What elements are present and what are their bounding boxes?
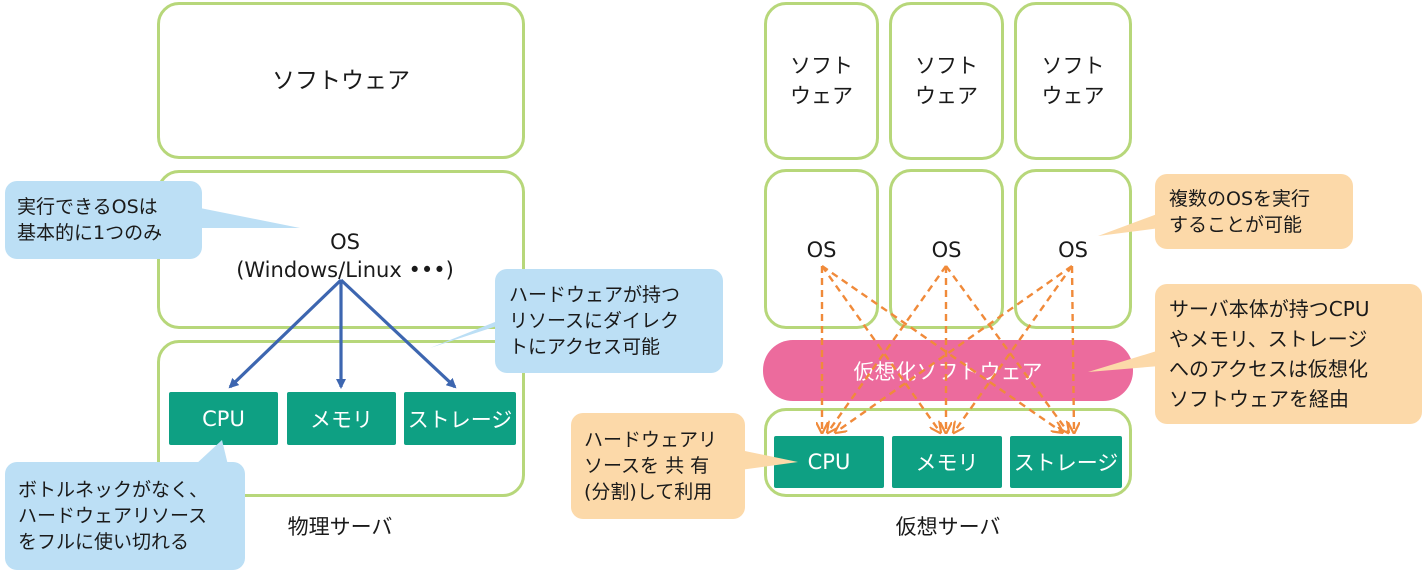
virtual-software-label-3: ソフト ウェア [1041, 54, 1105, 108]
physical-memory-block: メモリ [287, 392, 396, 445]
arrow-os-to-storage [339, 278, 457, 389]
dash-os2-storage [945, 265, 1068, 432]
dash-os1-storage [821, 265, 1062, 432]
callout-shared-resources: ハードウェアリ ソースを 共 有 (分割)して利用 [571, 413, 745, 519]
virtual-software-label-1: ソフト ウェア [790, 54, 853, 108]
virtual-software-label-2: ソフト ウェア [915, 54, 978, 108]
virtual-server-caption: 仮想サーバ [895, 515, 1001, 539]
callout-direct-access: ハードウェアが持つ リソースにダイレク トにアクセス可能 [495, 269, 723, 373]
callout-access-via-virtualization-text: サーバ本体が持つCPU やメモリ、ストレージ へのアクセスは仮想化 ソフトウェア… [1169, 297, 1370, 411]
virtual-os-label-3: OS [1058, 238, 1088, 262]
callout-shared-resources-text: ハードウェアリ ソースを 共 有 (分割)して利用 [584, 429, 718, 503]
virtual-os-label-2: OS [931, 238, 962, 262]
virtual-memory-block: メモリ [892, 436, 1002, 488]
arrow-os-to-cpu [228, 278, 343, 389]
dash-os3-memory [954, 265, 1073, 432]
callout-access-via-virtualization: サーバ本体が持つCPU やメモリ、ストレージ へのアクセスは仮想化 ソフトウェア… [1155, 284, 1422, 424]
dash-os1-memory [821, 265, 940, 432]
dash-os3-cpu [836, 265, 1073, 432]
callout-single-os-text: 実行できるOSは 基本的に1つのみ [17, 196, 163, 244]
physical-software-label: ソフトウェア [272, 67, 410, 94]
virtual-software-box-2: ソフト ウェア [889, 2, 1004, 160]
virtual-software-box-1: ソフト ウェア [764, 2, 879, 160]
physical-storage-block: ストレージ [404, 392, 516, 445]
virtualization-software-bar: 仮想化ソフトウェア [763, 340, 1133, 401]
callout-tail-bottleneck [195, 440, 228, 465]
virtual-software-box-3: ソフト ウェア [1014, 2, 1132, 160]
callout-no-bottleneck-text: ボトルネックがなく、 ハードウェアリソース をフルに使い切れる [18, 479, 209, 553]
physical-server-caption: 物理サーバ [287, 515, 393, 539]
callout-direct-access-text: ハードウェアが持つ リソースにダイレク トにアクセス可能 [509, 284, 681, 358]
virtual-cpu-block: CPU [774, 436, 884, 488]
callout-tail-os [195, 207, 300, 228]
callout-multiple-os: 複数のOSを実行 することが可能 [1155, 174, 1353, 249]
callout-multiple-os-text: 複数のOSを実行 することが可能 [1169, 187, 1311, 236]
virtual-storage-block: ストレージ [1010, 436, 1122, 488]
callout-tail-access [1088, 350, 1160, 372]
callout-tail-shared [740, 450, 798, 470]
dash-os3-storage [1072, 265, 1074, 432]
callout-tail-multi-os [1098, 213, 1160, 236]
physical-os-label: OS (Windows/Linux •••) [236, 230, 454, 282]
physical-cpu-block: CPU [169, 392, 278, 445]
callout-single-os: 実行できるOSは 基本的に1つのみ [5, 181, 202, 259]
callout-no-bottleneck: ボトルネックがなく、 ハードウェアリソース をフルに使い切れる [5, 462, 245, 570]
virtual-os-label-1: OS [806, 238, 837, 262]
dash-os2-cpu [828, 265, 947, 432]
physical-software-box: ソフトウェア [157, 2, 525, 159]
